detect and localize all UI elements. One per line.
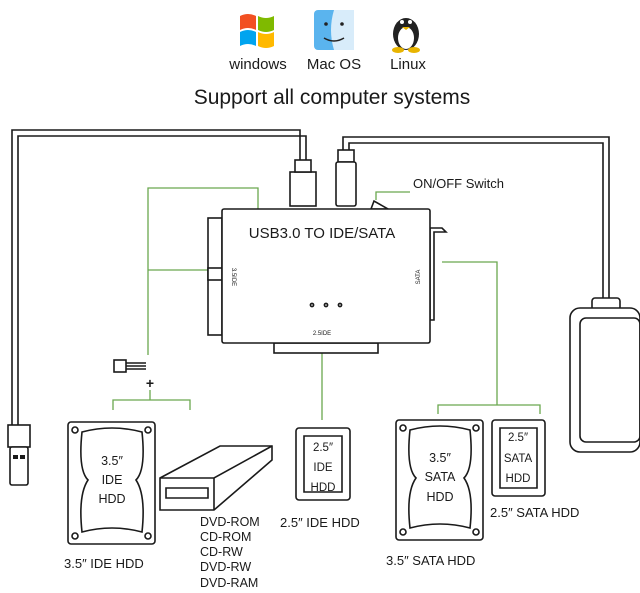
- hdd-2-5-ide-icon: 2.5″ IDE HDD: [295, 427, 351, 501]
- drive-label-text: HDD: [426, 490, 453, 504]
- drive-label-text: HDD: [98, 492, 125, 506]
- switch-label: ON/OFF Switch: [413, 176, 504, 191]
- usb3-plug-icon: [289, 171, 317, 207]
- os-label-macos: Mac OS: [307, 56, 361, 73]
- adapter-box: USB3.0 TO IDE/SATA 3.5IDE SATA 2.5IDE: [207, 199, 448, 354]
- led-indicator: [309, 302, 315, 308]
- led-indicator: [337, 302, 343, 308]
- drive-label-text: CD-ROM: [200, 530, 251, 544]
- caption-3-5-sata-hdd: 3.5″ SATA HDD: [386, 553, 475, 568]
- drive-label-text: DVD-ROM: [200, 515, 260, 529]
- drive-label-text: DVD-RW: [200, 560, 251, 574]
- on-off-switch[interactable]: [369, 199, 392, 210]
- port-label-2-5-ide: 2.5IDE: [313, 331, 331, 337]
- mac-finder-logo-icon: [314, 10, 354, 50]
- plus-sign: +: [146, 375, 154, 391]
- drive-label-text: HDD: [311, 482, 336, 494]
- sata-port: [429, 227, 448, 321]
- connector-lines: [112, 187, 541, 420]
- power-cable: [335, 136, 640, 453]
- power-adapter-icon: [569, 307, 640, 453]
- adapter-label: USB3.0 TO IDE/SATA: [249, 225, 395, 242]
- power-plug-strain-relief-icon: [337, 149, 355, 163]
- hdd-3-5-sata-icon: 3.5″ SATA HDD: [395, 419, 484, 541]
- port-label-sata: SATA: [416, 270, 422, 285]
- os-label-windows: windows: [228, 56, 287, 73]
- os-label-linux: Linux: [390, 56, 426, 73]
- page-title: Support all computer systems: [194, 86, 471, 109]
- led-indicator: [323, 302, 329, 308]
- drive-label-text: CD-RW: [200, 545, 243, 559]
- drive-label-text: SATA: [504, 453, 533, 465]
- drive-label-text: 3.5″: [429, 451, 451, 465]
- windows-logo-icon: [240, 14, 274, 48]
- drive-label-text: SATA: [425, 470, 456, 484]
- port-label-3-5-ide: 3.5IDE: [230, 268, 236, 286]
- caption-2-5-sata-hdd: 2.5″ SATA HDD: [490, 505, 579, 520]
- caption-3-5-ide-hdd: 3.5″ IDE HDD: [64, 556, 144, 571]
- optical-drive-icon: [159, 445, 273, 511]
- drive-label-text: IDE: [102, 473, 123, 487]
- linux-penguin-logo-icon: [392, 18, 420, 53]
- power-plug-icon: [335, 161, 357, 207]
- usb-a-plug-icon: [7, 424, 31, 448]
- usb-cable: [7, 129, 317, 486]
- ide25-port: [273, 342, 379, 354]
- drive-label-text: DVD-RAM: [200, 576, 258, 590]
- hdd-3-5-ide-icon: 3.5″ IDE HDD: [67, 421, 156, 545]
- drive-label-text: 2.5″: [508, 432, 528, 444]
- caption-2-5-ide-hdd: 2.5″ IDE HDD: [280, 515, 360, 530]
- drive-label-text: HDD: [506, 473, 531, 485]
- drive-label-text: 2.5″: [313, 442, 333, 454]
- optical-drive-types: DVD-ROM CD-ROM CD-RW DVD-RW DVD-RAM: [200, 515, 260, 590]
- drive-label-text: IDE: [313, 462, 333, 474]
- molex-power-connector-icon: [113, 359, 146, 373]
- hdd-2-5-sata-icon: 2.5″ SATA HDD: [491, 419, 546, 497]
- drive-label-text: 3.5″: [101, 454, 123, 468]
